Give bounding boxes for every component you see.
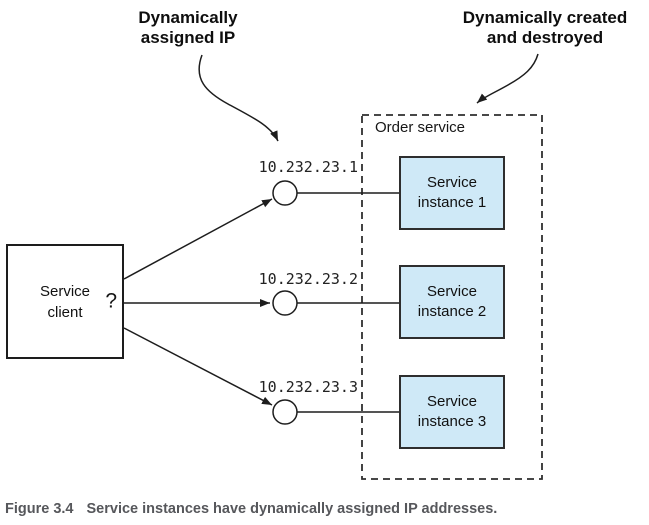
service-instance-3-line2: instance 3: [417, 413, 487, 430]
service-instance-3-label: Service instance 3: [418, 392, 486, 432]
endpoint-circle-1: [272, 180, 298, 206]
figure-caption-text: Service instances have dynamically assig…: [86, 501, 498, 517]
annotation-arrow-left: [198, 54, 279, 142]
service-instance-1-label: Service instance 1: [418, 173, 486, 213]
ip-address-2: 10.232.23.2: [258, 270, 358, 288]
service-client-box: Service client ?: [6, 244, 124, 359]
ip-address-1: 10.232.23.1: [258, 158, 358, 176]
service-client-label-line1: Service: [39, 282, 91, 300]
ip-address-3: 10.232.23.3: [258, 378, 358, 396]
service-instance-3-line1: Service: [426, 393, 477, 410]
annotation-arrow-right: [476, 53, 539, 104]
service-instance-2-box: Service instance 2: [399, 265, 505, 339]
service-instance-2-label: Service instance 2: [418, 282, 486, 322]
figure-caption: Figure 3.4 Service instances have dynami…: [5, 501, 497, 517]
annotation-left-line1: Dynamically: [138, 8, 238, 27]
annotation-left-line2: assigned IP: [140, 28, 236, 47]
endpoint-circle-2: [272, 290, 298, 316]
service-instance-2-line2: instance 2: [417, 303, 487, 320]
order-service-label: Order service: [375, 119, 466, 136]
question-mark: ?: [105, 289, 117, 313]
service-instance-1-box: Service instance 1: [399, 156, 505, 230]
annotation-right-line1: Dynamically created: [462, 8, 628, 27]
service-instance-3-box: Service instance 3: [399, 375, 505, 449]
service-client-label-line2: client: [47, 303, 83, 321]
annotation-dynamically-created-destroyed: Dynamically created and destroyed: [440, 8, 649, 48]
client-arrow-3: [123, 327, 273, 406]
service-instance-1-line1: Service: [426, 174, 477, 191]
endpoint-circle-3: [272, 399, 298, 425]
client-arrow-1: [123, 198, 273, 280]
order-service-dashed-box: [361, 114, 543, 480]
service-client-label: Service client: [40, 281, 90, 323]
service-instance-1-line2: instance 1: [417, 194, 487, 211]
annotation-right-line2: and destroyed: [486, 28, 604, 47]
figure-caption-label: Figure 3.4: [5, 501, 74, 517]
annotation-dynamically-assigned-ip: Dynamically assigned IP: [103, 8, 273, 48]
service-instance-2-line1: Service: [426, 283, 477, 300]
